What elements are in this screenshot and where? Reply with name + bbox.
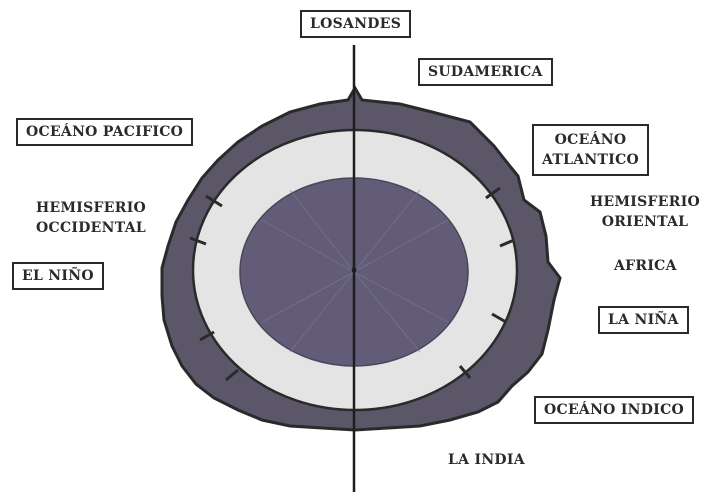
- label-oceano-atlantico: OCEÁNO ATLANTICO: [532, 124, 649, 176]
- label-sudamerica: SUDAMERICA: [418, 58, 553, 86]
- label-hemisferio-occidental-line2: OCCIDENTAL: [36, 218, 146, 238]
- label-africa: AFRICA: [614, 258, 677, 274]
- label-hemisferio-occidental-line1: HEMISFERIO: [36, 198, 146, 218]
- label-hemisferio-oriental: HEMISFERIO ORIENTAL: [590, 192, 700, 232]
- label-hemisferio-occidental: HEMISFERIO OCCIDENTAL: [36, 198, 146, 238]
- label-oceano-atlantico-line1: OCEÁNO: [542, 130, 639, 150]
- label-oceano-pacifico: OCEÁNO PACIFICO: [16, 118, 193, 146]
- label-hemisferio-oriental-line1: HEMISFERIO: [590, 192, 700, 212]
- label-oceano-atlantico-line2: ATLANTICO: [542, 150, 639, 170]
- label-los-andes: LOSANDES: [300, 10, 411, 38]
- label-el-nino: EL NIÑO: [12, 262, 104, 290]
- label-oceano-indico: OCEÁNO INDICO: [534, 396, 694, 424]
- label-hemisferio-oriental-line2: ORIENTAL: [590, 212, 700, 232]
- center-point: [352, 268, 357, 273]
- label-la-india: LA INDIA: [448, 452, 525, 468]
- label-la-nina: LA NIÑA: [598, 306, 689, 334]
